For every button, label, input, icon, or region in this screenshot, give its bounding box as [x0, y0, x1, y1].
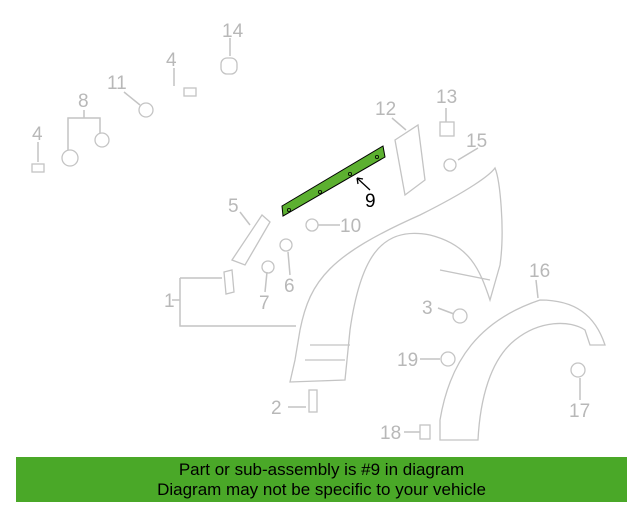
part-labels: 14 4 11 8 4 12 13 15 9 5 10 6 7 1 16 3 1…: [32, 21, 590, 444]
label-11[interactable]: 11: [107, 73, 127, 94]
banner-disclaimer-text: Diagram may not be specific to your vehi…: [157, 480, 486, 499]
label-17[interactable]: 17: [569, 401, 590, 422]
label-14[interactable]: 14: [222, 21, 244, 42]
label-6[interactable]: 6: [284, 276, 295, 297]
label-4[interactable]: 4: [166, 50, 177, 71]
label-15[interactable]: 15: [466, 131, 487, 152]
label-10[interactable]: 10: [340, 216, 361, 237]
part-9-holes: [286, 154, 379, 212]
banner-part-text: Part or sub-assembly is #9 in diagram: [178, 460, 465, 479]
label-12[interactable]: 12: [375, 99, 396, 120]
info-banner: Part or sub-assembly is #9 in diagram Di…: [16, 457, 627, 502]
fender-inner-line: [305, 269, 491, 361]
label-2[interactable]: 2: [271, 398, 282, 419]
label-16[interactable]: 16: [529, 261, 550, 282]
fasteners: [31, 57, 586, 440]
bracket-part-12: [394, 123, 426, 197]
label-5[interactable]: 5: [228, 196, 239, 217]
label-18[interactable]: 18: [380, 423, 401, 444]
label-7[interactable]: 7: [259, 293, 270, 314]
label-3[interactable]: 3: [422, 298, 433, 319]
fender-outline: [289, 166, 503, 383]
label-8[interactable]: 8: [78, 91, 89, 112]
label-4[interactable]: 4: [32, 124, 43, 145]
bracket-part-1: [223, 269, 235, 295]
label-1[interactable]: 1: [164, 291, 175, 312]
leader-lines: [37, 38, 581, 433]
label-19[interactable]: 19: [397, 350, 418, 371]
highlighted-part-9[interactable]: [281, 145, 386, 217]
label-9[interactable]: 9: [365, 191, 376, 212]
label-13[interactable]: 13: [436, 87, 457, 108]
bracket-part-5: [231, 214, 271, 266]
fender-liner: [439, 299, 606, 441]
part-9-leader: [356, 177, 371, 191]
